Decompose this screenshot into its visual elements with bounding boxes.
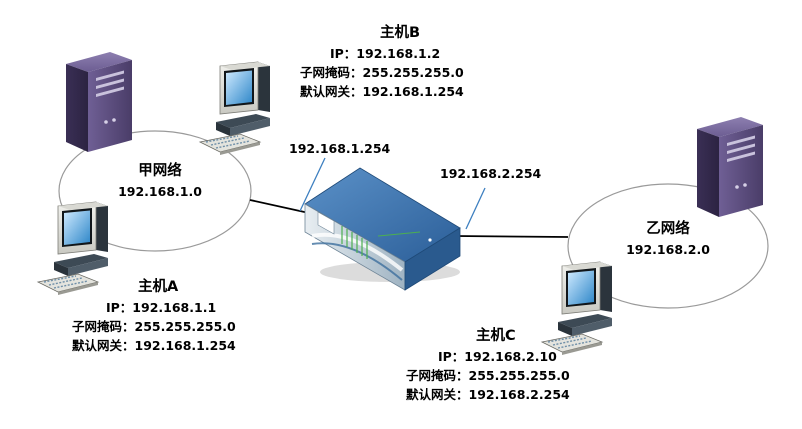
network-yi-address: 192.168.2.0 [626,242,710,257]
host-b-mask: 子网掩码：255.255.255.0 [300,65,464,80]
host-c-gateway: 默认网关：192.168.2.254 [406,387,570,402]
network-jia-address: 192.168.1.0 [118,184,202,199]
host-b-info: 主机B IP：192.168.1.2 子网掩码：255.255.255.0 默认… [300,22,490,101]
server-jia-icon [66,52,132,152]
network-jia-label: 甲网络 192.168.1.0 [100,160,220,201]
network-jia-name: 甲网络 [138,163,182,179]
network-yi-name: 乙网络 [646,221,690,237]
host-b-name: 主机B [379,25,421,41]
host-c-name: 主机C [476,328,516,344]
link-router-yi [454,235,569,238]
router-icon [304,167,461,291]
network-jia-ellipse [58,130,252,252]
pointer-interface-1 [299,157,326,212]
host-a-info: 主机A IP：192.168.1.1 子网掩码：255.255.255.0 默认… [72,276,262,355]
host-a-name: 主机A [138,279,179,295]
network-yi-ellipse [567,183,769,309]
host-c-ip: IP：192.168.2.10 [438,349,557,364]
host-c-mask: 子网掩码：255.255.255.0 [406,368,570,383]
pointer-interface-2 [465,187,486,230]
server-yi-icon [697,117,763,217]
router-interface-1-label: 192.168.1.254 [289,141,391,156]
host-b-ip: IP：192.168.1.2 [330,46,441,61]
host-b-gateway: 默认网关：192.168.1.254 [300,84,464,99]
network-yi-label: 乙网络 192.168.2.0 [608,218,728,259]
host-a-gateway: 默认网关：192.168.1.254 [72,338,236,353]
router-interface-2-label: 192.168.2.254 [440,166,542,181]
host-c-info: 主机C IP：192.168.2.10 子网掩码：255.255.255.0 默… [406,325,606,404]
host-b-computer-icon [199,61,271,156]
host-a-ip: IP：192.168.1.1 [106,300,217,315]
host-a-mask: 子网掩码：255.255.255.0 [72,319,236,334]
